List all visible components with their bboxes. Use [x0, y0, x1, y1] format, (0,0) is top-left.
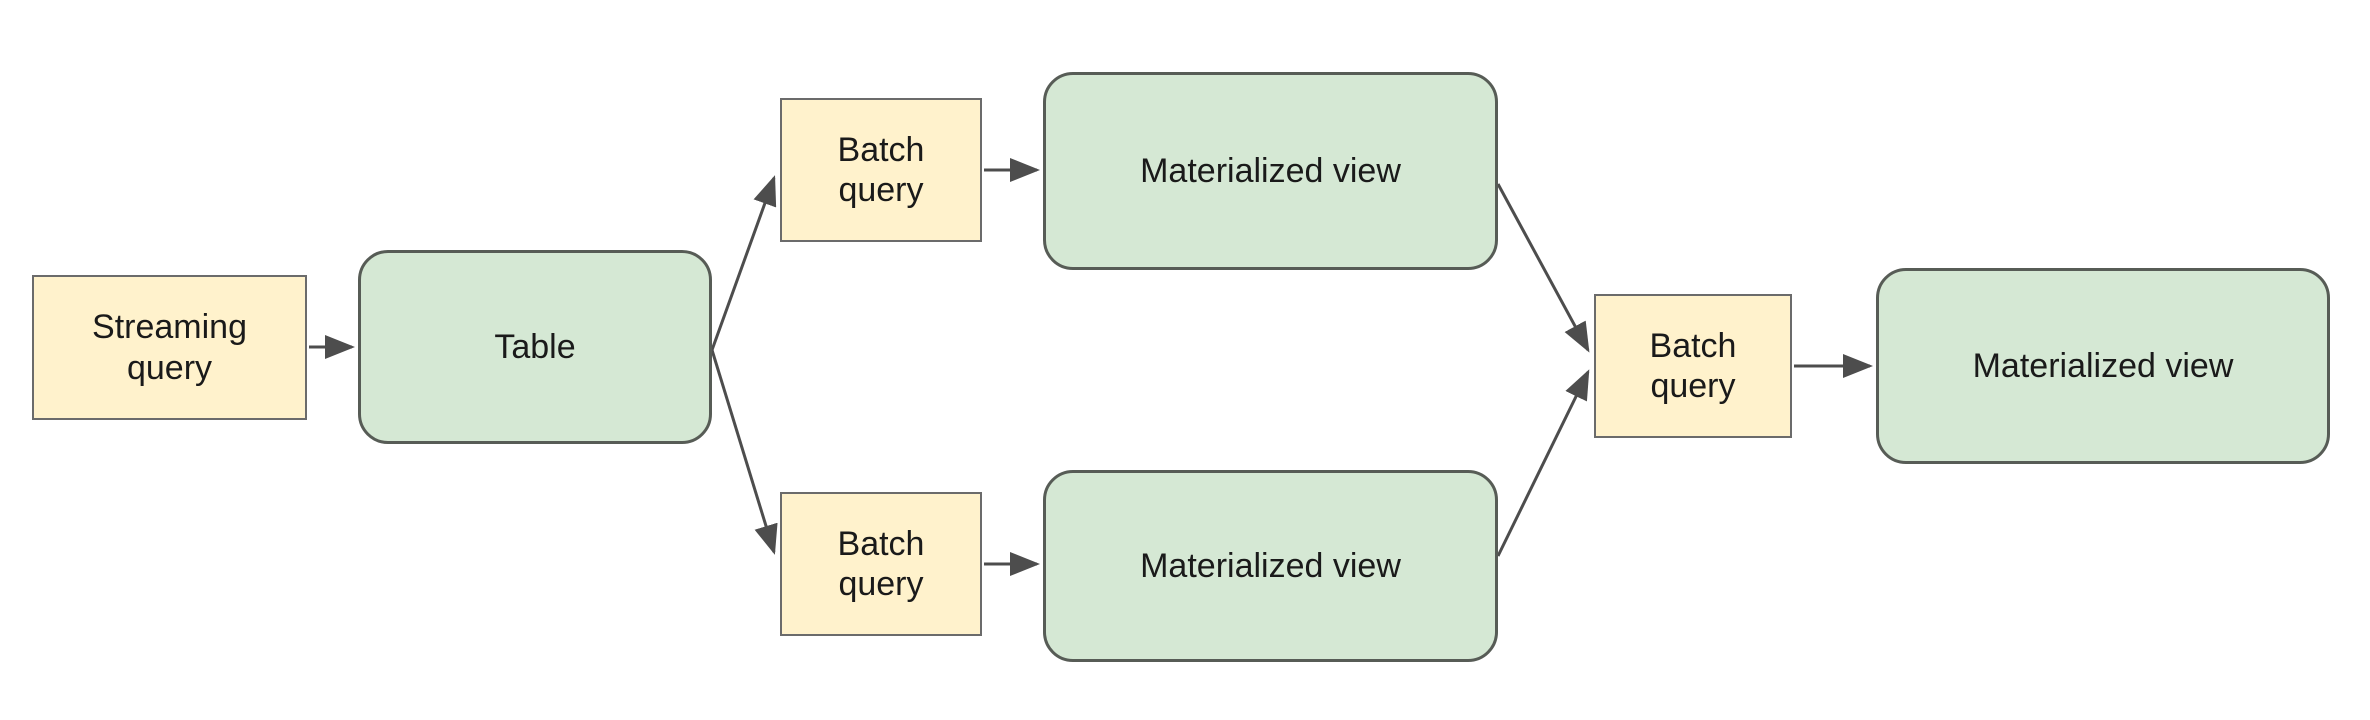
node-materialized-view-top[interactable]: Materialized view	[1043, 72, 1498, 270]
edge-materialized-view-top-to-batch-query-right	[1496, 183, 1590, 353]
node-batch-query-top[interactable]: Batch query	[780, 98, 982, 242]
node-label-table: Table	[494, 327, 576, 366]
edge-table-to-batch-query-bottom	[710, 349, 778, 555]
node-label-materialized-view-bottom: Materialized view	[1140, 546, 1401, 585]
node-table[interactable]: Table	[358, 250, 712, 444]
edge-materialized-view-bottom-to-batch-query-right	[1496, 369, 1590, 557]
node-label-batch-query-top: Batch query	[837, 130, 925, 209]
node-materialized-view-bottom[interactable]: Materialized view	[1043, 470, 1498, 662]
node-label-materialized-view-top: Materialized view	[1140, 151, 1401, 190]
node-batch-query-right[interactable]: Batch query	[1594, 294, 1792, 438]
edge-table-to-batch-query-top	[710, 175, 777, 351]
node-label-materialized-view-final: Materialized view	[1972, 346, 2234, 385]
node-materialized-view-final[interactable]: Materialized view	[1876, 268, 2330, 464]
node-streaming-query[interactable]: Streaming query	[32, 275, 307, 420]
node-label-batch-query-bottom: Batch query	[837, 524, 925, 603]
node-batch-query-bottom[interactable]: Batch query	[780, 492, 982, 636]
node-label-streaming-query: Streaming query	[92, 308, 247, 387]
node-label-batch-query-right: Batch query	[1649, 326, 1737, 405]
